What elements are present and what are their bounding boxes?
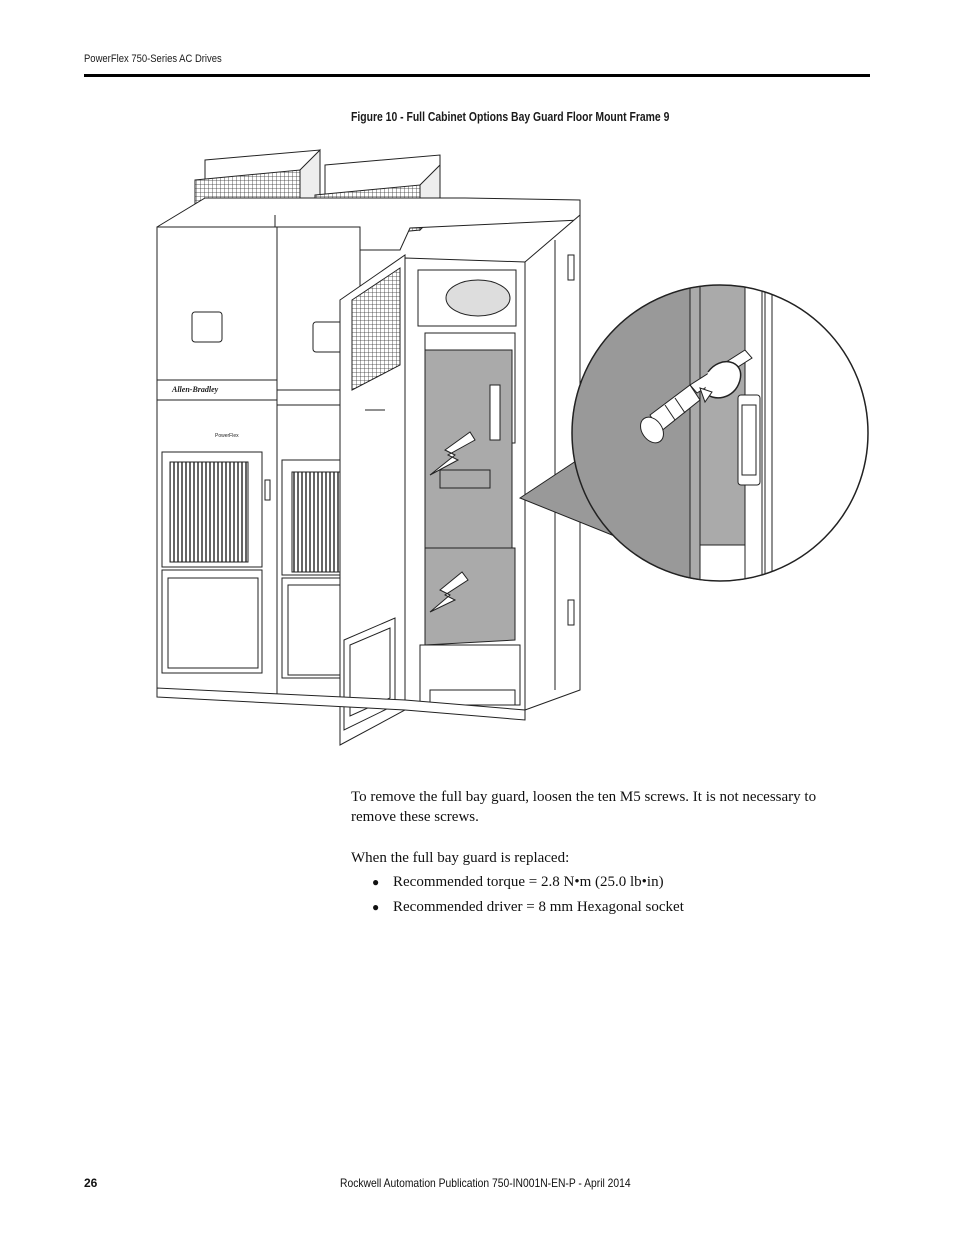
figure-caption: Figure 10 - Full Cabinet Options Bay Gua…	[351, 109, 670, 124]
remove-arrow-lower	[429, 571, 469, 613]
page-number: 26	[84, 1176, 98, 1190]
body-paragraph: To remove the full bay guard, loosen the…	[351, 789, 817, 825]
product-label-left: PowerFlex	[215, 433, 239, 439]
bullet-icon: ●	[372, 900, 380, 914]
publication-info: Rockwell Automation Publication 750-IN00…	[340, 1176, 631, 1190]
detail-callout	[571, 284, 869, 582]
header-rule	[84, 74, 870, 77]
side-panel	[524, 213, 581, 711]
list-item: ●Recommended driver = 8 mm Hexagonal soc…	[372, 899, 684, 915]
cabinet-illustration: Allen-Bradley PowerFlex	[156, 148, 869, 746]
brand-label-left: Allen-Bradley	[171, 385, 219, 394]
drive-bay-left: Allen-Bradley PowerFlex	[156, 226, 278, 698]
list-item: ●Recommended torque = 2.8 N•m (25.0 lb•i…	[372, 874, 664, 890]
options-bay	[404, 257, 526, 711]
bay-guard-lower	[424, 547, 516, 646]
bullet-icon: ●	[372, 875, 380, 889]
remove-arrow-upper	[429, 431, 476, 476]
bay-guard-upper	[424, 349, 513, 551]
spec-list: ●Recommended torque = 2.8 N•m (25.0 lb•i…	[372, 872, 684, 922]
running-header: PowerFlex 750-Series AC Drives	[84, 53, 222, 65]
lead-in-text: When the full bay guard is replaced:	[351, 850, 570, 866]
rotation-arrow-icon	[704, 361, 742, 399]
open-door	[339, 254, 406, 746]
